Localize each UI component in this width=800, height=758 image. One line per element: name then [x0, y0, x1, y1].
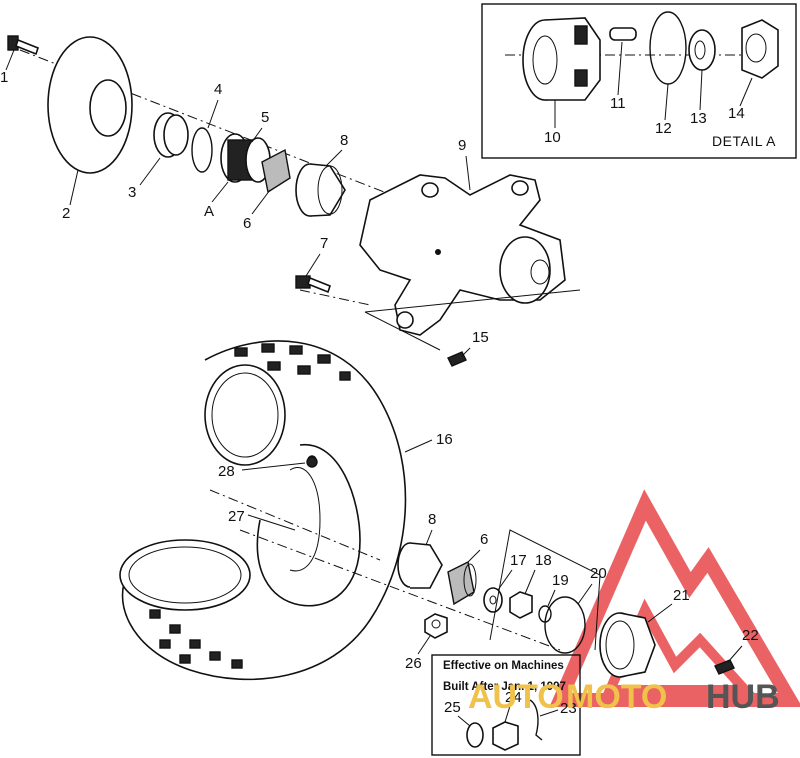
- watermark-moto: MOTO: [566, 678, 667, 716]
- part-23-cotter-pin: [529, 699, 543, 741]
- callout-10: 10: [544, 129, 561, 146]
- callout-13: 13: [690, 110, 707, 127]
- part-17-washer: [483, 587, 503, 613]
- part-14-nut: [741, 19, 779, 79]
- callout-18: 18: [535, 552, 552, 569]
- part-8-bearing-cup: [295, 163, 346, 217]
- callout-26: 26: [405, 655, 422, 672]
- callout-1: 1: [0, 69, 8, 86]
- callout-a: A: [204, 203, 214, 220]
- callout-27: 27: [228, 508, 245, 525]
- note-line-1: Effective on Machines: [443, 660, 564, 672]
- callout-21: 21: [673, 587, 690, 604]
- callout-15: 15: [472, 329, 489, 346]
- watermark-hub: HUB: [706, 678, 780, 716]
- part-28-valve: [306, 456, 318, 468]
- note-line-2: Built After Jan. 1, 1997: [443, 681, 566, 693]
- part-18-nut: [509, 591, 533, 619]
- callout-8-lower: 8: [428, 511, 436, 528]
- callout-6: 6: [243, 215, 251, 232]
- callout-23: 23: [560, 700, 577, 717]
- callout-17: 17: [510, 552, 527, 569]
- part-24-castle-nut: [492, 721, 519, 751]
- callout-28: 28: [218, 463, 235, 480]
- part-4-ring: [191, 127, 213, 173]
- callout-6-lower: 6: [480, 531, 488, 548]
- detail-a-label: DETAIL A: [712, 133, 776, 149]
- callout-4: 4: [214, 81, 222, 98]
- callout-14: 14: [728, 105, 745, 122]
- part-22-screw: [714, 659, 735, 675]
- part-2-disc: [47, 36, 133, 174]
- part-12-ring: [649, 11, 687, 85]
- callout-12: 12: [655, 120, 672, 137]
- callout-25: 25: [444, 699, 461, 716]
- part-11-pin: [609, 27, 637, 41]
- callout-19: 19: [552, 572, 569, 589]
- callout-16: 16: [436, 431, 453, 448]
- part-6-bearing-lower: [447, 560, 477, 606]
- part-3-seal: [153, 112, 189, 158]
- part-6-bearing-cone: [261, 148, 291, 194]
- part-13-washer: [688, 29, 716, 71]
- part-8-bearing-cup-lower: [397, 542, 443, 589]
- note-box: Effective on Machines Built After Jan. 1…: [431, 654, 581, 756]
- callout-5: 5: [261, 109, 269, 126]
- detail-a-box: 10 11 12 13 14 DETAIL A: [481, 3, 797, 159]
- callout-24: 24: [505, 689, 522, 706]
- part-16-tire: [119, 340, 407, 681]
- part-21-cap: [599, 612, 656, 678]
- callout-20: 20: [590, 565, 607, 582]
- callout-3: 3: [128, 184, 136, 201]
- callout-22: 22: [742, 627, 759, 644]
- watermark-text: AUTO MOTO HUB: [468, 678, 780, 716]
- callout-8: 8: [340, 132, 348, 149]
- callout-7: 7: [320, 235, 328, 252]
- callout-2: 2: [62, 205, 70, 222]
- part-9-hub: [359, 174, 566, 336]
- part-10-coupling: [522, 17, 601, 101]
- part-25-washer: [466, 722, 484, 748]
- part-20-o-ring: [544, 596, 586, 654]
- part-7-bolt: [295, 275, 331, 294]
- part-15-stud: [447, 351, 467, 367]
- callout-9: 9: [458, 137, 466, 154]
- callout-11: 11: [610, 95, 626, 112]
- watermark-auto: AUTO: [468, 678, 564, 716]
- part-1-bolt: [7, 35, 39, 56]
- part-26-nut: [424, 613, 448, 639]
- part-5-bearing: [220, 133, 271, 183]
